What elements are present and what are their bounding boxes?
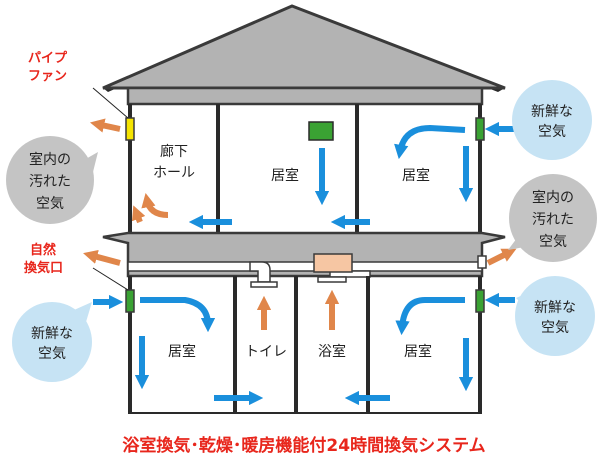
fresh-air-arrows: [93, 121, 515, 406]
bubble-line: 空気: [539, 234, 567, 250]
bubble-line: 空気: [36, 196, 64, 212]
natural-vent-leader: [92, 267, 129, 291]
upper-ceiling: [126, 86, 484, 106]
bubble-dirty-air-left: 室内の 汚れた 空気: [6, 136, 98, 224]
callout-pipe-fan: パイプ: [28, 51, 68, 66]
ceiling-vent-icon: [250, 281, 278, 288]
bubble-dirty-air-right: 室内の 汚れた 空気: [508, 174, 597, 262]
slab-outlet-icon: [477, 255, 487, 269]
room-label-upper-center: 居室: [271, 167, 299, 184]
bubble-line: 室内の: [29, 151, 71, 168]
diagram-title: 浴室換気･乾燥･暖房機能付24時間換気システム: [122, 435, 485, 456]
duct-icon: [127, 261, 483, 283]
bubble-line: 新鮮な: [31, 326, 73, 342]
room-label-lower-left: 居室: [168, 343, 196, 360]
natural-vent-icon: [475, 117, 485, 141]
room-label-upper-right: 居室: [402, 167, 430, 184]
roof-fill: [102, 4, 506, 90]
bubble-line: 室内の: [532, 189, 574, 206]
bubble-fresh-air-lower-left: 新鮮な 空気: [12, 302, 92, 382]
bubble-line: 空気: [538, 124, 566, 140]
ceiling-vent-icon: [317, 276, 347, 283]
bubble-line: 新鮮な: [534, 300, 576, 316]
bath-dryer-unit-icon: [313, 253, 353, 273]
callout-pipe-fan: ファン: [28, 69, 67, 84]
natural-vent-icon: [475, 289, 485, 313]
pipe-fan-icon: [125, 117, 135, 141]
bubble-line: 汚れた: [532, 212, 574, 228]
bubble-line: 汚れた: [29, 174, 71, 190]
room-label-hall: ホール: [153, 165, 195, 181]
ceiling-fan-port-icon: [308, 121, 334, 141]
room-label-bathroom: 浴室: [318, 343, 346, 360]
natural-vent-icon: [125, 289, 135, 313]
room-label-hall: 廊下: [160, 143, 188, 160]
exhaust-arrows: [83, 118, 517, 330]
room-label-toilet: トイレ: [245, 344, 287, 360]
bubble-line: 空気: [38, 346, 66, 362]
callout-natural-vent: 換気口: [24, 260, 63, 276]
room-label-lower-right: 居室: [404, 343, 432, 360]
callout-natural-vent: 自然: [30, 242, 56, 258]
bubble-line: 空気: [541, 320, 569, 336]
bubble-line: 新鮮な: [531, 104, 573, 120]
pipe-fan-leader: [92, 87, 129, 119]
bubble-fresh-air-upper-right: 新鮮な 空気: [512, 80, 592, 160]
bubble-fresh-air-lower-right: 新鮮な 空気: [515, 276, 595, 356]
